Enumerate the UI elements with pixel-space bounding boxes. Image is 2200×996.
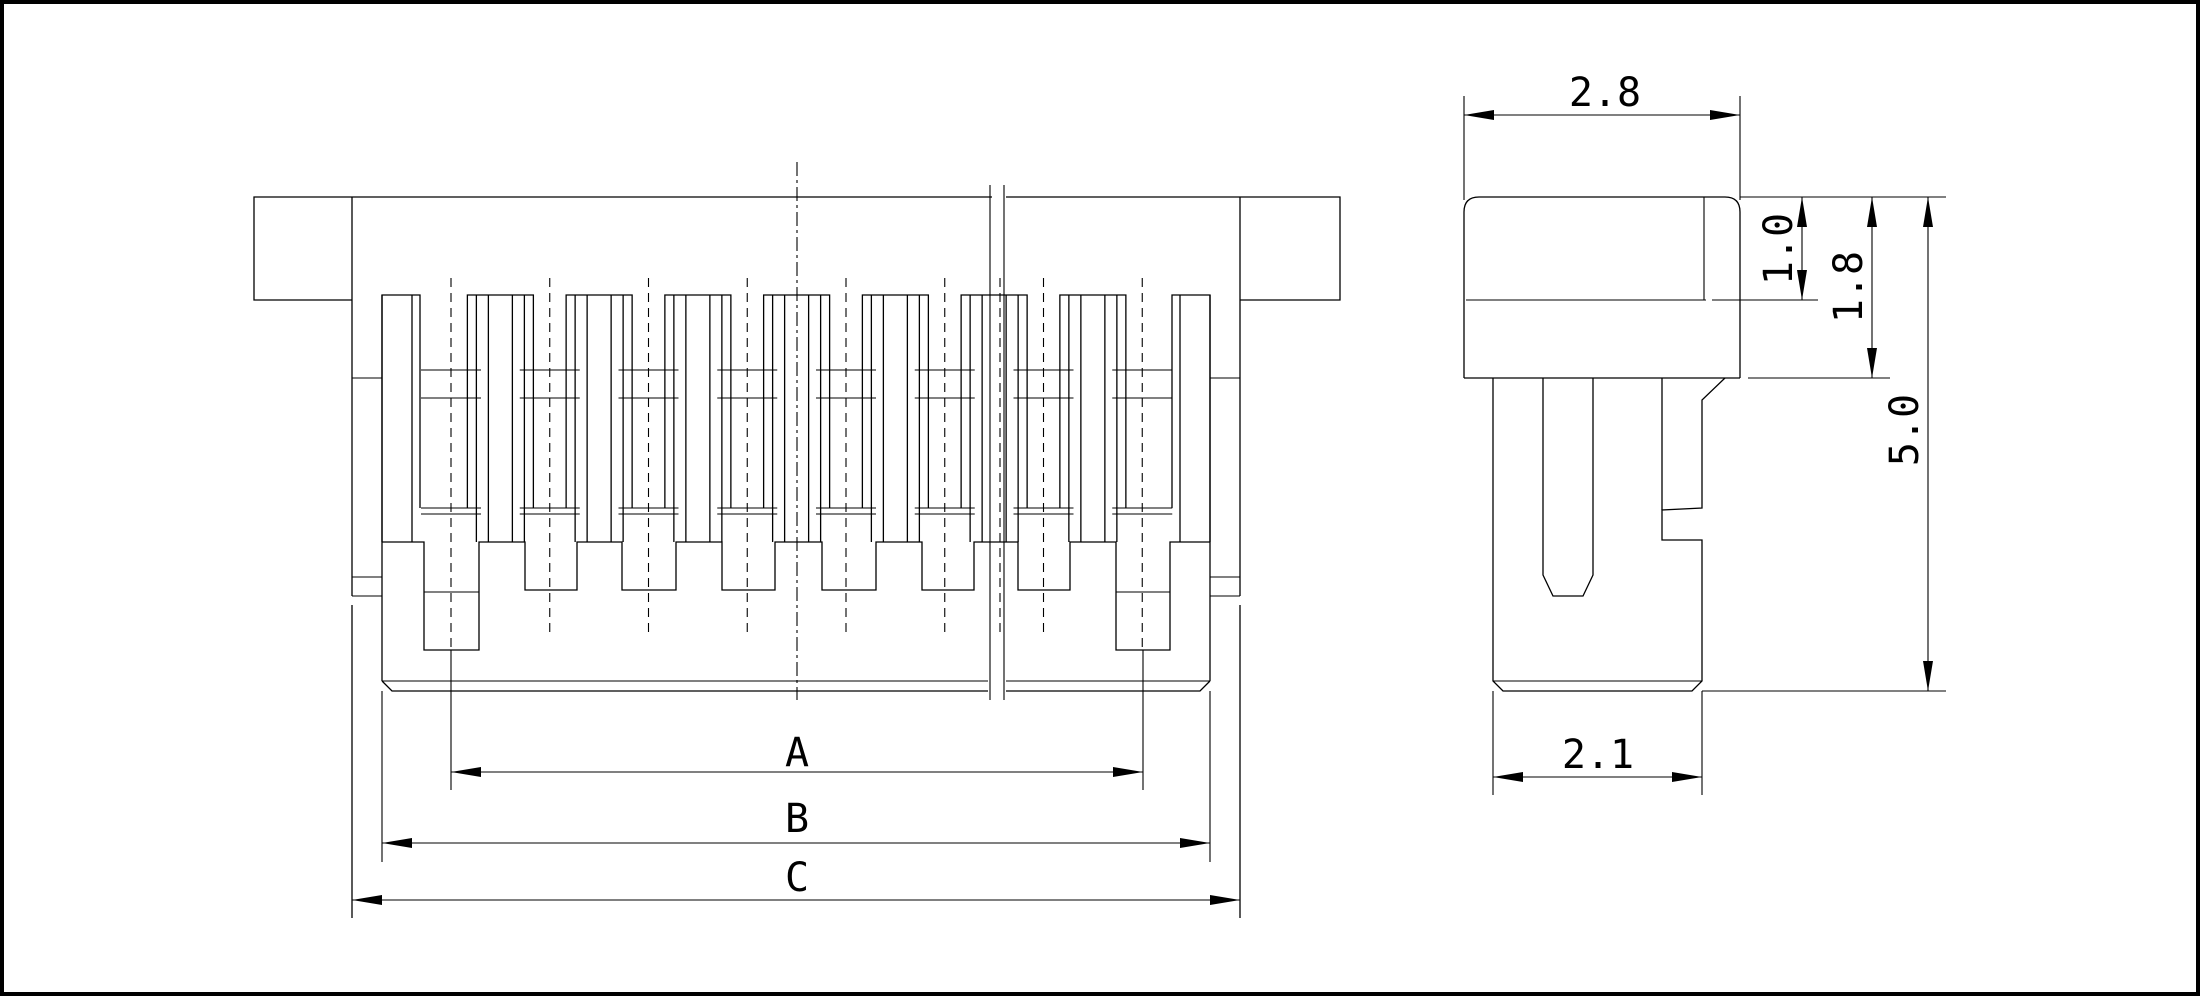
housing-tooth <box>565 294 633 542</box>
right-flange <box>1240 196 1341 301</box>
lower-crenellation <box>382 541 1210 651</box>
side-head <box>1463 196 1741 378</box>
side-slot <box>1542 378 1594 597</box>
housing-tooth <box>1059 294 1127 542</box>
dim-height-1-label: 1.0 <box>1756 213 1802 285</box>
housing-tooth <box>466 294 535 542</box>
housing-tooth <box>861 294 930 542</box>
housing-tooth <box>664 294 732 542</box>
end-tooth <box>1171 294 1211 542</box>
dim-b-label: B <box>785 796 809 842</box>
side-body <box>1492 377 1726 692</box>
dim-top-width-label: 2.8 <box>1569 70 1641 116</box>
pitch-centerlines <box>450 278 1143 650</box>
left-flange <box>253 196 352 301</box>
housing-tooth <box>960 294 1028 542</box>
dim-bottom-width-label: 2.1 <box>1562 732 1634 778</box>
housing-teeth <box>381 294 1211 542</box>
dim-a-label: A <box>785 730 809 776</box>
dim-total-height-label: 5.0 <box>1882 394 1928 466</box>
front-view: A B C <box>253 162 1341 918</box>
dim-height-2-label: 1.8 <box>1826 251 1872 323</box>
end-tooth <box>381 294 421 542</box>
side-view: 2.8 2.1 1.0 1.8 5.0 <box>1463 70 1946 795</box>
dim-c-label: C <box>785 855 809 901</box>
